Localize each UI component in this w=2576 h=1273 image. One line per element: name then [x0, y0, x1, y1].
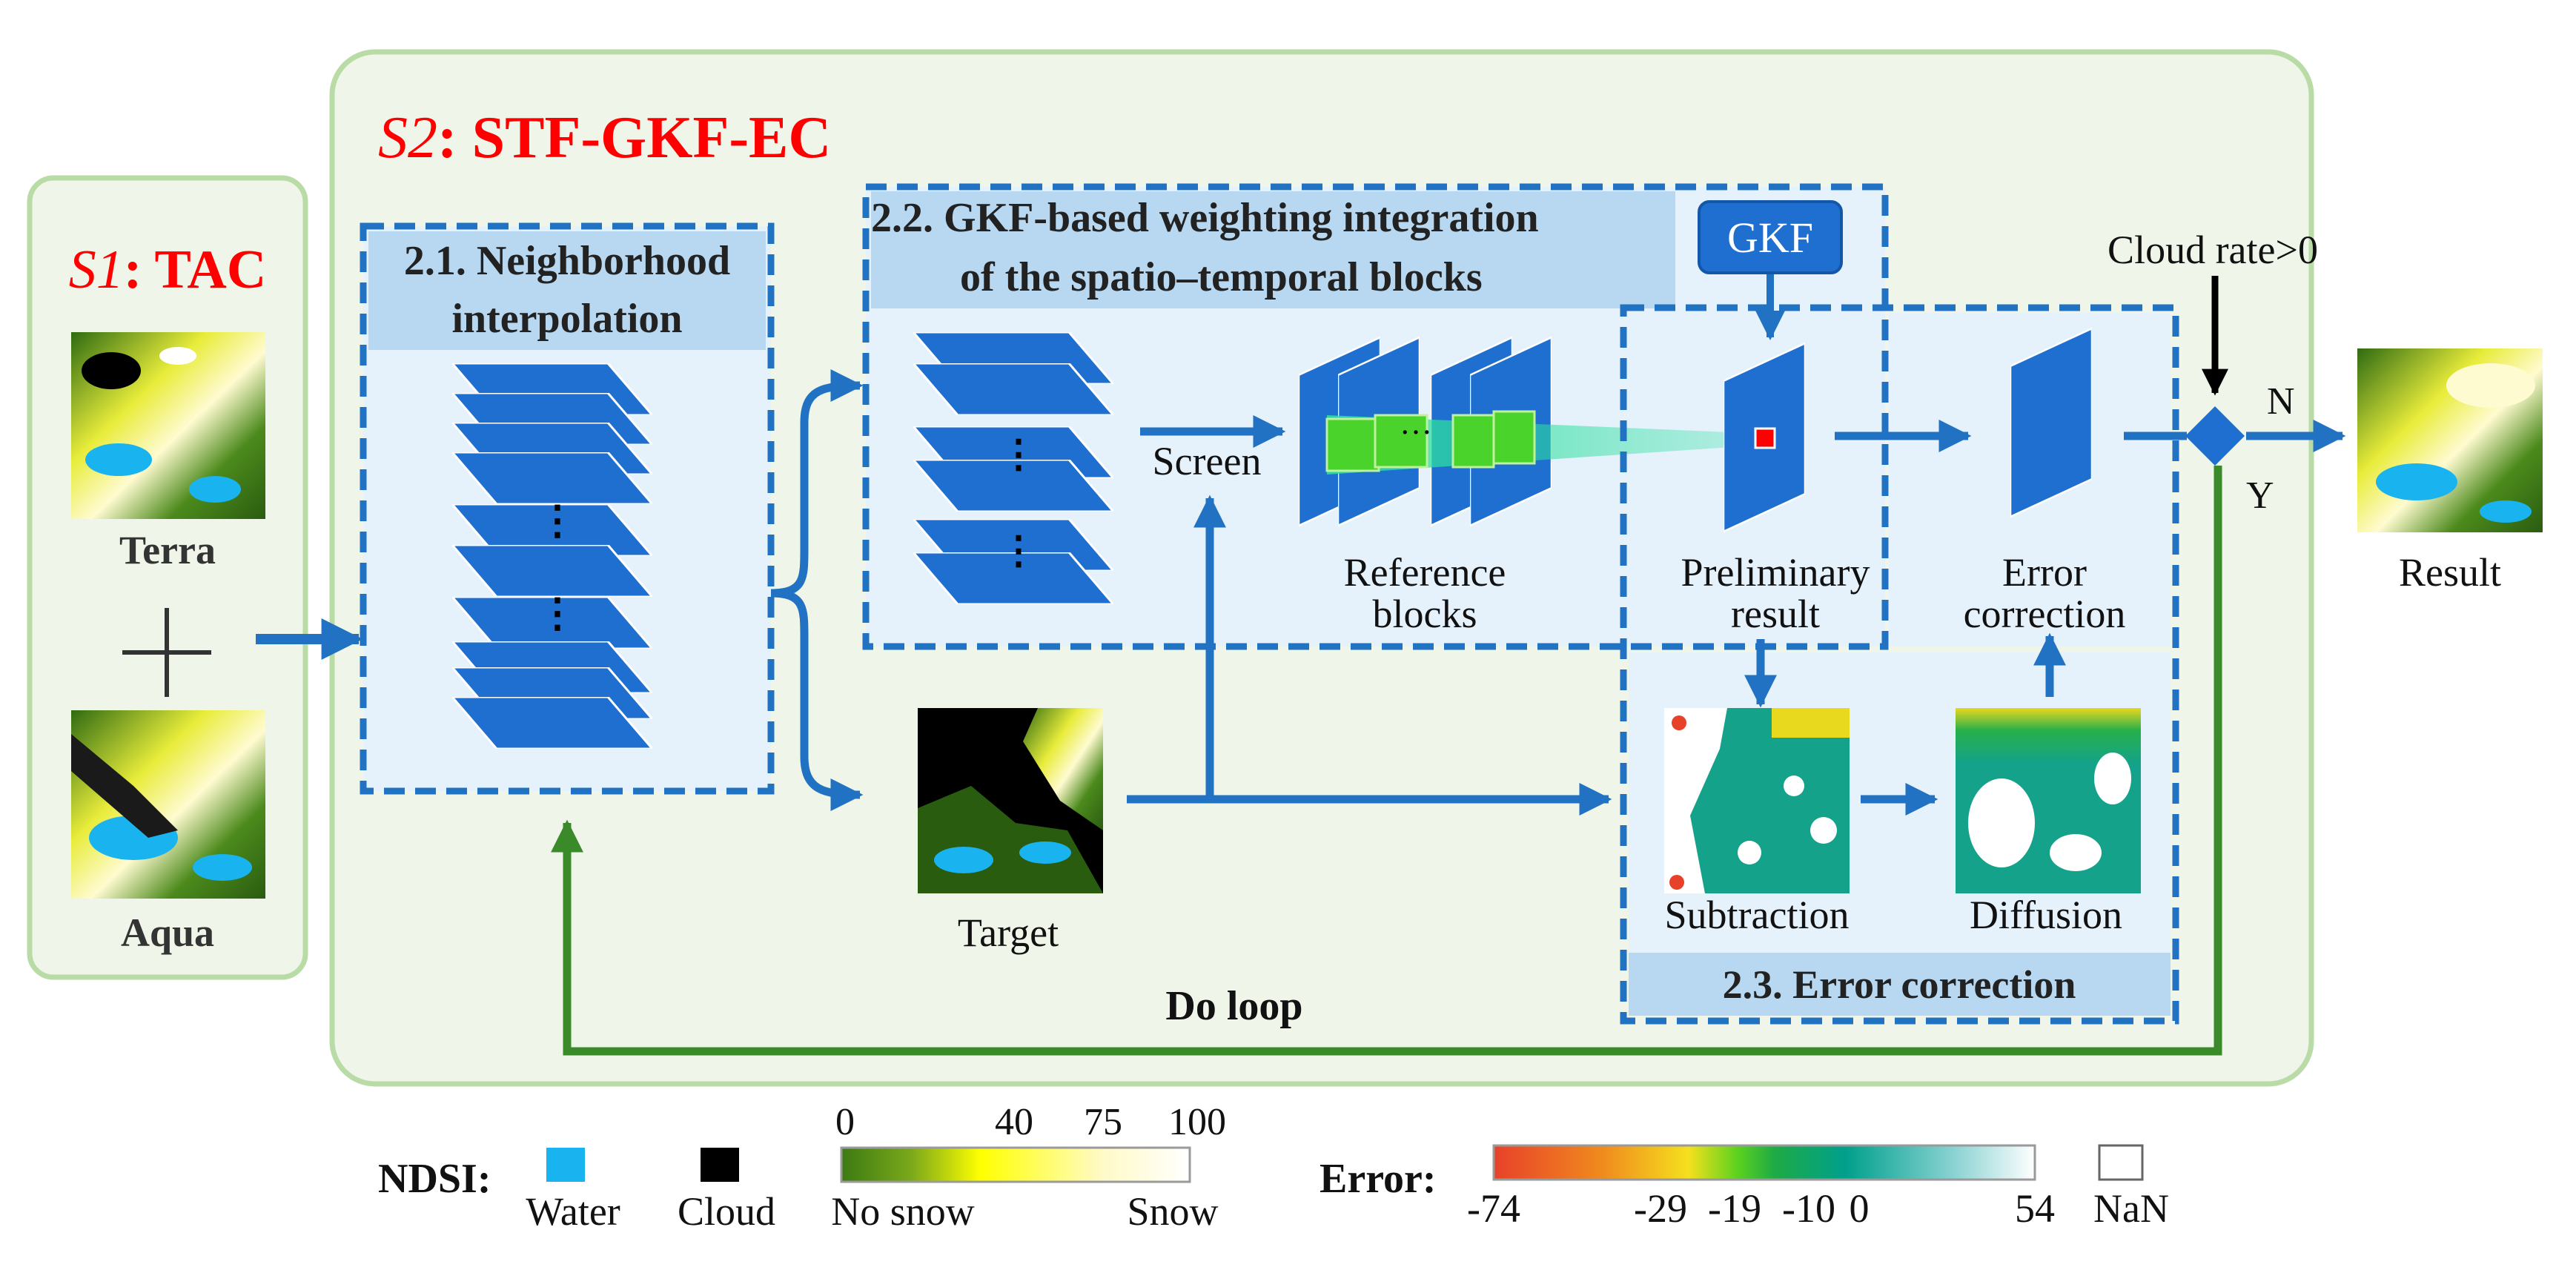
target-image [918, 708, 1103, 893]
ndsi-colorbar [840, 1146, 1191, 1183]
box-2-3-error-correction: 2.3. Error correction Subtraction Diffus… [1620, 304, 2179, 1025]
s2-title: S2: STF-GKF-EC [378, 105, 831, 171]
blocks-stack: ⋮ ⋮ [913, 332, 1113, 604]
gkf-box: GKF [1698, 200, 1843, 274]
target-label: Target [958, 910, 1059, 955]
preliminary-result-icon [1724, 342, 1805, 533]
cloud-label: Cloud [678, 1189, 775, 1234]
target-arrows [1127, 495, 1612, 816]
do-loop-arrow [551, 466, 2222, 1056]
legend: NDSI: Water Cloud 0 40 75 100 No snow Sn… [378, 1101, 2169, 1234]
decision-yes-label: Y [2246, 475, 2274, 517]
svg-text:⋮: ⋮ [999, 434, 1038, 476]
reference-blocks-icon: … [1299, 336, 1764, 527]
error-correction-line1: Error [2002, 550, 2087, 595]
nan-label: NaN [2093, 1186, 2169, 1231]
legend-error-title: Error: [1320, 1156, 1437, 1202]
box-2-2-gkf-weighting: 2.2. GKF-based weighting integration of … [862, 183, 1889, 650]
error-colorbar [1492, 1144, 2036, 1181]
result-label: Result [2399, 550, 2501, 595]
ndsi-tick-100: 100 [1168, 1101, 1226, 1143]
error-tick-0: 0 [1850, 1186, 1870, 1231]
error-tick-54: 54 [2015, 1186, 2055, 1231]
box-2-1-neighborhood-interpolation: 2.1. Neighborhood interpolation ⋮ ⋮ [360, 222, 775, 795]
box-2-1-title-line2: interpolation [451, 296, 682, 342]
preliminary-result-line2: result [1731, 592, 1820, 636]
error-tick-neg19: -19 [1708, 1186, 1761, 1231]
decision-diamond [2185, 406, 2245, 466]
s1-panel: S1: TAC Terra Aqua [27, 175, 308, 980]
diffusion-image [1956, 708, 2141, 893]
terra-image [71, 332, 265, 519]
do-loop-label: Do loop [1165, 983, 1302, 1029]
snow-label: Snow [1127, 1189, 1218, 1234]
s1-title: S1: TAC [69, 239, 267, 300]
water-label: Water [526, 1189, 620, 1234]
cloud-swatch [701, 1148, 739, 1182]
terra-label: Terra [119, 528, 216, 572]
svg-text:⋮: ⋮ [537, 498, 577, 543]
error-correction-line2: correction [1964, 592, 2126, 636]
subtraction-label: Subtraction [1665, 893, 1850, 937]
error-tick-neg29: -29 [1634, 1186, 1687, 1231]
aqua-label: Aqua [121, 910, 214, 955]
reference-blocks-line2: blocks [1373, 592, 1477, 636]
subtraction-image [1664, 708, 1850, 893]
aqua-image [71, 710, 265, 899]
screen-label: Screen [1153, 439, 1262, 483]
preliminary-result-line1: Preliminary [1681, 550, 1870, 595]
gkf-label: GKF [1727, 214, 1813, 262]
ndsi-tick-0: 0 [835, 1101, 855, 1143]
svg-text:⋮: ⋮ [537, 591, 577, 635]
result-image [2357, 348, 2543, 532]
legend-ndsi-title: NDSI: [378, 1156, 491, 1202]
nan-swatch [2098, 1144, 2144, 1181]
no-snow-label: No snow [831, 1189, 975, 1234]
ndsi-tick-40: 40 [995, 1101, 1033, 1143]
cloud-rate-label: Cloud rate>0 [2108, 228, 2318, 272]
box-2-3-label: 2.3. Error correction [1723, 962, 2076, 1007]
ndsi-tick-75: 75 [1084, 1101, 1122, 1143]
svg-text:⋮: ⋮ [999, 530, 1038, 572]
box-2-1-title-line1: 2.1. Neighborhood [404, 238, 730, 284]
plus-icon [122, 608, 211, 697]
diffusion-label: Diffusion [1970, 893, 2122, 937]
error-tick-neg74: -74 [1467, 1186, 1520, 1231]
reference-blocks-line1: Reference [1344, 550, 1506, 595]
box-2-2-title-line1: 2.2. GKF-based weighting integration [871, 195, 1539, 241]
box-2-2-title-line2: of the spatio–temporal blocks [960, 254, 1483, 300]
error-tick-neg10: -10 [1782, 1186, 1835, 1231]
svg-text:…: … [1400, 405, 1432, 441]
split-arrows [770, 369, 864, 811]
water-swatch [546, 1148, 585, 1182]
interpolation-stack: ⋮ ⋮ [452, 363, 652, 749]
decision-no-label: N [2267, 380, 2295, 423]
